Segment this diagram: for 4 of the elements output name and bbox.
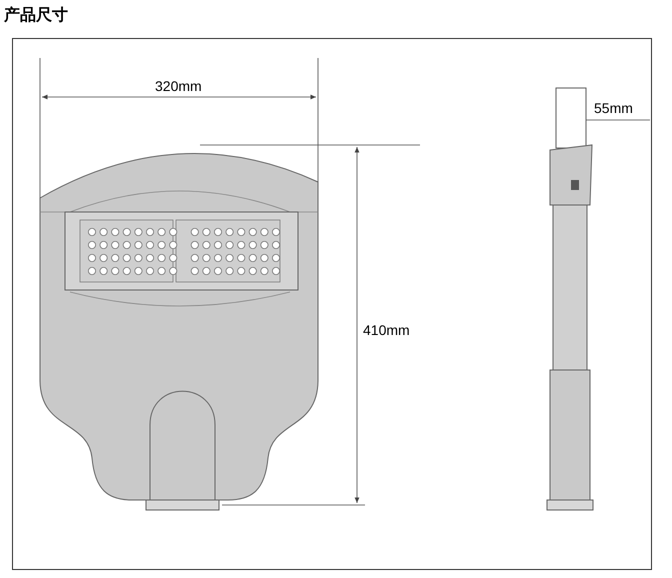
title: 产品尺寸 <box>4 5 68 26</box>
dimension-label: 410mm <box>363 321 410 340</box>
dimension-label: 320mm <box>155 77 202 96</box>
dimension-label: 55mm <box>594 99 633 118</box>
